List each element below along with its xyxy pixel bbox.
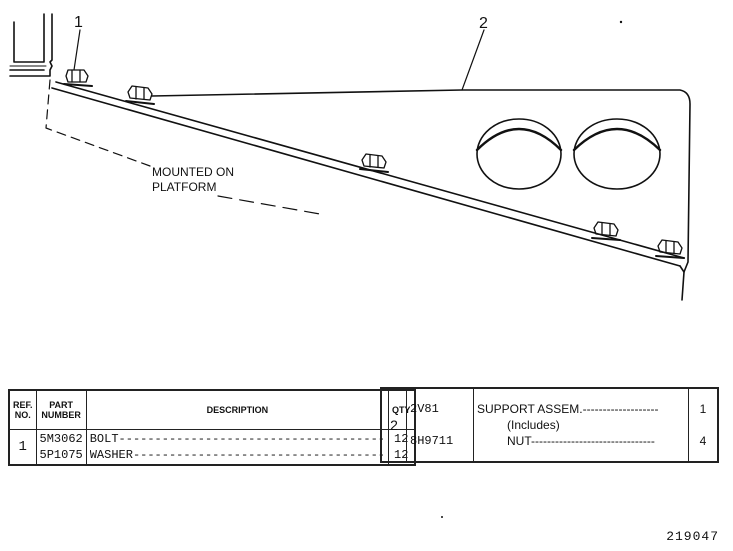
- parts-table-2: 2 2V81 8H9711 SUPPORT ASSEM.------------…: [380, 387, 719, 463]
- support-plate-outline: [151, 89, 691, 301]
- document-number: 219047: [666, 529, 719, 544]
- bolt-5: [655, 239, 685, 259]
- mounted-note-line2: PLATFORM: [152, 180, 216, 194]
- part-number: [410, 417, 470, 433]
- part-number-cell: 2V81 8H9711: [406, 387, 474, 463]
- platform-leader: [45, 79, 151, 167]
- callout-2-leader: [461, 29, 485, 91]
- platform-bracket: [9, 13, 53, 77]
- part-number-cell: 5M3062 5P1075: [35, 429, 87, 466]
- header-description: DESCRIPTION: [85, 389, 389, 430]
- table-row: 2 2V81 8H9711 SUPPORT ASSEM.------------…: [380, 387, 719, 463]
- bolt-4: [591, 221, 621, 241]
- mounted-note-line1: MOUNTED ON: [152, 165, 234, 179]
- part-qty: [692, 417, 714, 433]
- table-row: 1 5M3062 5P1075 BOLT--------------------…: [8, 429, 416, 466]
- header-ref-no: REF. NO.: [8, 389, 37, 430]
- platform-leader-tail: [217, 195, 321, 215]
- part-description: BOLT------------------------------------…: [89, 432, 385, 446]
- bolt-1: [63, 69, 93, 87]
- description-cell: SUPPORT ASSEM.------------------- (Inclu…: [473, 387, 689, 463]
- part-number: 5P1075: [39, 448, 83, 462]
- qty-cell: 1 4: [688, 387, 719, 463]
- part-qty: 1: [699, 402, 707, 416]
- group-ref-2: 2: [380, 387, 407, 463]
- callout-1-label: 1: [74, 14, 83, 31]
- mounting-flange-bottom: [51, 87, 681, 267]
- part-description: WASHER----------------------------------…: [89, 448, 385, 462]
- opening-right: [572, 118, 662, 190]
- part-number: 8H9711: [410, 434, 454, 448]
- description-cell: BOLT------------------------------------…: [85, 429, 389, 466]
- opening-left: [475, 118, 563, 190]
- bolt-3: [359, 153, 389, 173]
- part-description: SUPPORT ASSEM.-------------------: [477, 402, 659, 416]
- flange-lip: [679, 265, 685, 273]
- part-number: 5M3062: [39, 432, 83, 446]
- part-description: NUT-------------------------------: [507, 434, 655, 448]
- group-ref-1: 1: [8, 429, 37, 466]
- callout-2-label: 2: [479, 15, 488, 32]
- parts-table-header: REF. NO. PART NUMBER DESCRIPTION QTY: [8, 389, 416, 430]
- part-qty: 4: [699, 434, 707, 448]
- part-number: 2V81: [410, 402, 439, 416]
- parts-table-1: REF. NO. PART NUMBER DESCRIPTION QTY 1 5…: [8, 389, 416, 466]
- header-part-number: PART NUMBER: [35, 389, 87, 430]
- bolt-2: [125, 85, 155, 105]
- callout-1-leader: [73, 29, 81, 71]
- part-description: (Includes): [507, 418, 560, 432]
